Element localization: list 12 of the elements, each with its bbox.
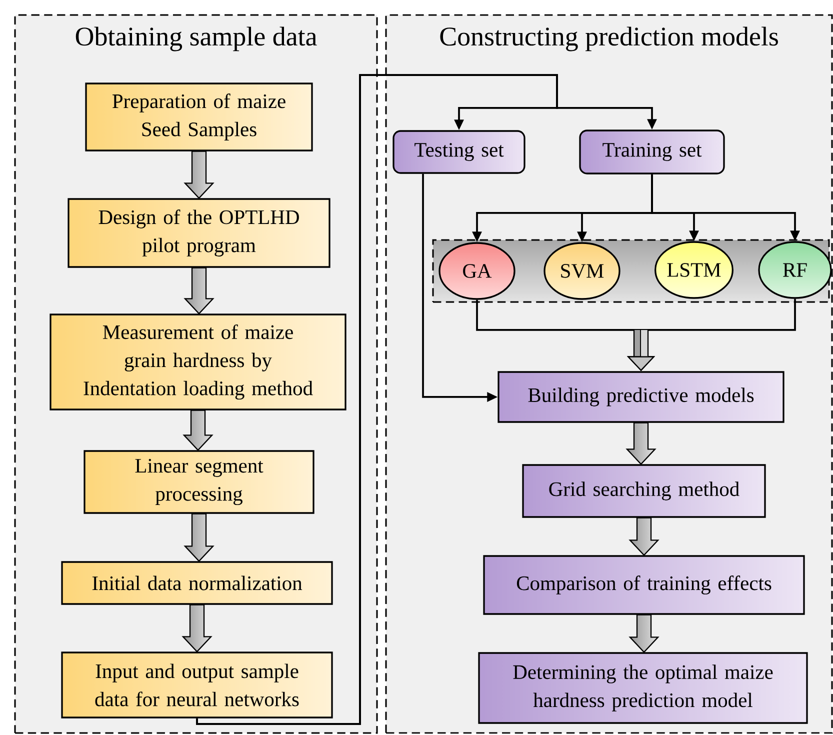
panel-title: Constructing prediction models [440, 26, 778, 52]
process-box: Preparation of maize Seed Samples [85, 82, 313, 152]
rounded-box: Testing set [392, 130, 526, 174]
process-box: Comparison of training effects [483, 555, 805, 615]
process-box: Design of the OPTLHD pilot program [68, 198, 330, 268]
process-box: Input and output sample data for neural networks [61, 652, 333, 718]
arrow [196, 74, 657, 725]
process-box: Linear segment processing [84, 450, 314, 514]
process-box: Determining the optimal maize hardness prediction model [478, 652, 808, 724]
process-box: Measurement of maize grain hardness by Indentation loading method [50, 314, 346, 410]
panel-title: Obtaining sample data [76, 26, 317, 52]
rounded-box: Training set [579, 130, 725, 174]
